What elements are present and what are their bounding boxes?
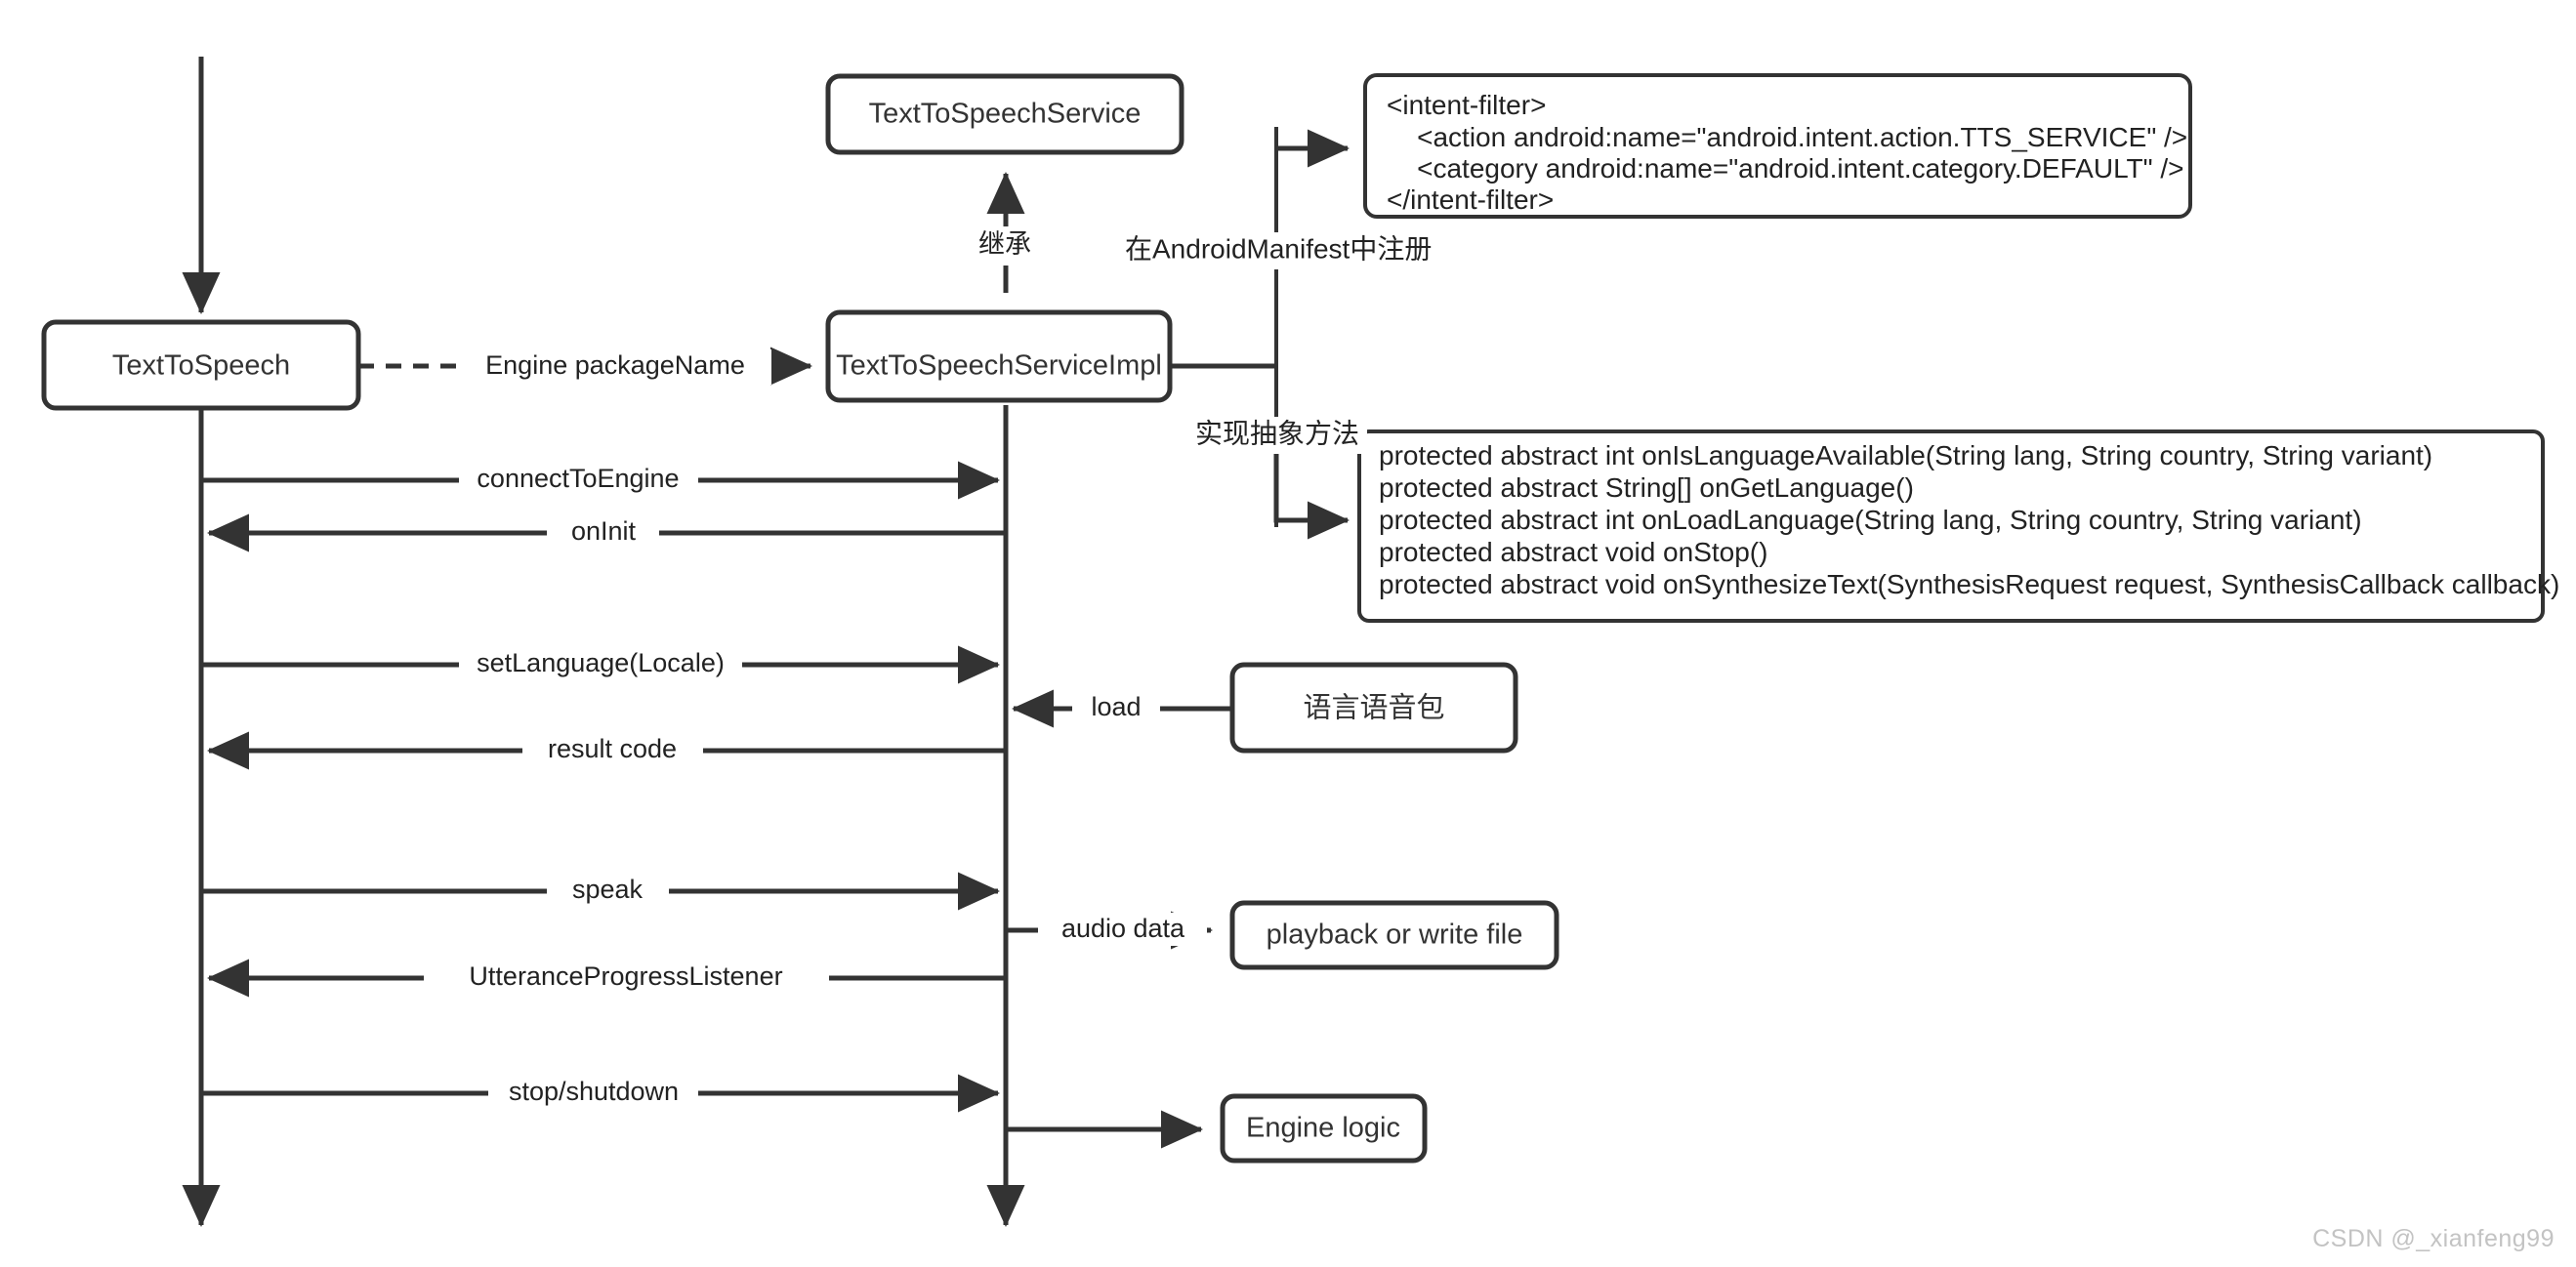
node-text-to-speech-service-impl[interactable]	[825, 309, 1173, 403]
node-text-to-speech-service-label: TextToSpeechService	[869, 99, 1142, 130]
abstract-methods-line-1: protected abstract String[] onGetLanguag…	[1379, 472, 1914, 503]
message-label-load: load	[1091, 692, 1141, 721]
node-engine-logic[interactable]	[1220, 1093, 1428, 1164]
node-abstract-methods[interactable]	[1357, 429, 2545, 623]
abstract-methods-line-4: protected abstract void onSynthesizeText…	[1379, 569, 2559, 599]
label-bg	[459, 647, 742, 680]
message-label-stop-shutdown: stop/shutdown	[509, 1077, 679, 1106]
label-bg	[957, 226, 1055, 266]
message-label-connect-to-engine: connectToEngine	[477, 464, 679, 493]
node-playback-or-write-file[interactable]	[1229, 900, 1559, 970]
message-label-utterance-progress-listener: UtteranceProgressListener	[469, 961, 782, 991]
node-language-voice-pack[interactable]	[1229, 662, 1518, 754]
relation-label-implement-abstract-methods: 实现抽象方法	[1195, 418, 1359, 448]
implement-abstract-arrow	[1273, 449, 1350, 540]
intent-filter-line-3: </intent-filter>	[1387, 184, 1554, 215]
label-bg	[488, 1076, 698, 1109]
node-language-voice-pack-label: 语言语音包	[1303, 692, 1444, 724]
relation-label-inherit: 继承	[978, 229, 1031, 259]
relation-label-register-in-manifest: 在AndroidManifest中注册	[1125, 233, 1432, 264]
label-bg	[1038, 913, 1207, 946]
node-text-to-speech[interactable]	[41, 319, 361, 411]
label-bg	[547, 515, 659, 549]
label-bg	[424, 960, 829, 994]
message-label-speak: speak	[572, 875, 644, 904]
node-engine-logic-label: Engine logic	[1246, 1113, 1400, 1144]
relation-label-engine-package-name: Engine packageName	[485, 350, 745, 380]
intent-filter-line-1: <action android:name="android.intent.act…	[1387, 122, 2187, 152]
intent-filter-line-0: <intent-filter>	[1387, 90, 1546, 120]
node-text-to-speech-label: TextToSpeech	[112, 350, 290, 382]
label-bg	[1193, 417, 1367, 454]
label-bg	[547, 874, 669, 907]
label-bg	[1072, 691, 1160, 724]
abstract-methods-line-3: protected abstract void onStop()	[1379, 537, 1767, 567]
node-text-to-speech-service-impl-label: TextToSpeechServiceImpl	[836, 350, 1162, 382]
abstract-methods-line-0: protected abstract int onIsLanguageAvail…	[1379, 440, 2432, 470]
abstract-methods-line-2: protected abstract int onLoadLanguage(St…	[1379, 505, 2362, 535]
watermark: CSDN @_xianfeng99	[2312, 1225, 2555, 1252]
message-label-on-init: onInit	[571, 516, 637, 546]
message-label-audio-data: audio data	[1061, 914, 1185, 943]
node-playback-or-write-file-label: playback or write file	[1267, 920, 1523, 951]
label-bg	[522, 733, 703, 766]
intent-filter-line-2: <category android:name="android.intent.c…	[1387, 153, 2184, 184]
node-intent-filter[interactable]	[1363, 73, 2192, 219]
label-bg	[459, 463, 698, 496]
node-text-to-speech-service[interactable]	[825, 73, 1184, 155]
label-bg	[459, 349, 771, 385]
label-bg	[1123, 232, 1435, 269]
message-label-result-code: result code	[548, 734, 677, 763]
message-label-set-language: setLanguage(Locale)	[477, 648, 725, 677]
